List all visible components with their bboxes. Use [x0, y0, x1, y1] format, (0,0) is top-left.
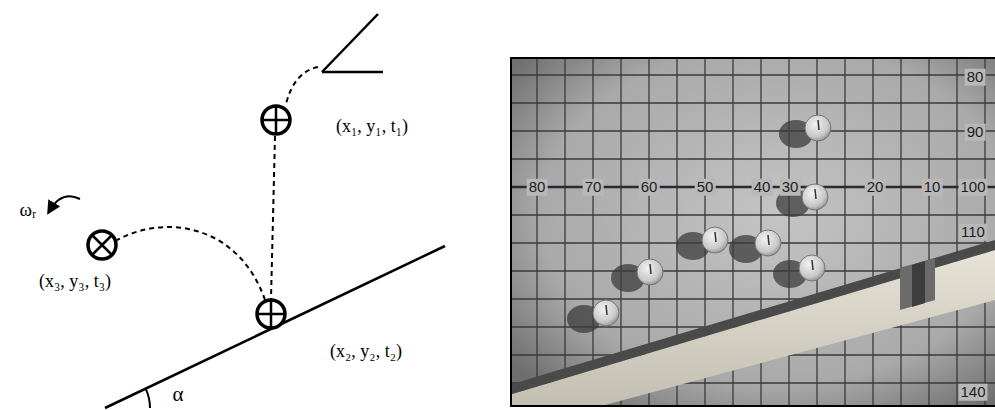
grid-line — [512, 74, 995, 75]
ball — [802, 184, 828, 210]
ball-circle — [262, 106, 290, 134]
ball-mark — [650, 264, 651, 274]
coordinate-label: (x₁, y₁, t₁) — [336, 117, 408, 137]
ball — [755, 230, 781, 256]
ball-group — [567, 115, 831, 333]
axis-number: 140 — [958, 384, 987, 401]
axis-number: 20 — [865, 179, 886, 196]
plank — [512, 240, 995, 405]
grid-line — [536, 59, 537, 405]
launcher-line — [322, 71, 383, 74]
plus-mark — [257, 313, 285, 316]
ball — [805, 115, 831, 141]
grid-line — [844, 59, 845, 405]
axis-number: 90 — [965, 124, 986, 141]
axis-number: 80 — [527, 179, 548, 196]
ball — [593, 300, 619, 326]
plank-top — [512, 250, 995, 405]
trajectory — [117, 227, 265, 300]
ball — [799, 255, 825, 281]
rotation-label: ωᵣ — [20, 200, 37, 221]
coordinate-label: (x₃, y₃, t₃) — [39, 272, 111, 292]
axis-number: 80 — [965, 69, 986, 86]
ball-mark — [815, 189, 816, 199]
axis-number: 40 — [752, 179, 773, 196]
ball-mark — [715, 232, 716, 242]
ball-mark — [606, 305, 607, 315]
axis-number: 10 — [922, 179, 943, 196]
grid-line — [816, 59, 817, 405]
axis-number: 70 — [583, 179, 604, 196]
ball — [637, 259, 663, 285]
trajectory — [271, 136, 275, 299]
grid-line — [900, 59, 901, 405]
incline-line — [105, 246, 445, 408]
schematic — [50, 14, 445, 408]
angle-arc — [146, 389, 150, 408]
rotation-arrow — [50, 196, 80, 210]
axis-number: 60 — [639, 179, 660, 196]
grid-line — [564, 59, 565, 405]
ball-marker — [262, 106, 290, 134]
grid-line — [592, 59, 593, 405]
cross-mark — [92, 235, 112, 255]
ball — [702, 227, 728, 253]
grid-line — [512, 214, 995, 215]
grid-line — [928, 59, 929, 405]
coordinate-label: (x₂, y₂, t₂) — [330, 342, 402, 362]
axis-number: 100 — [958, 179, 987, 196]
grid-line — [872, 59, 873, 405]
grid-line — [512, 102, 995, 103]
plank-edge — [512, 240, 995, 394]
ball-marker — [257, 300, 285, 328]
ball-mark — [818, 120, 819, 130]
cross-mark — [92, 235, 112, 255]
launcher-line — [322, 14, 378, 72]
plus-mark — [262, 119, 290, 122]
plank-clamp — [912, 261, 925, 307]
ball-marker — [88, 231, 116, 259]
grid-line — [512, 158, 995, 159]
ball-circle — [88, 231, 116, 259]
axis-number: 110 — [959, 224, 987, 241]
plank-clamp — [900, 258, 935, 310]
angle-label: α — [172, 384, 183, 407]
ball-mark — [768, 235, 769, 245]
ball-circle — [257, 300, 285, 328]
trajectory — [286, 67, 318, 104]
ball-mark — [812, 260, 813, 270]
axis-number: 50 — [695, 179, 716, 196]
axis-number: 30 — [780, 179, 801, 196]
photo — [509, 47, 995, 410]
grid-line — [956, 59, 957, 405]
grid-line — [512, 130, 995, 131]
